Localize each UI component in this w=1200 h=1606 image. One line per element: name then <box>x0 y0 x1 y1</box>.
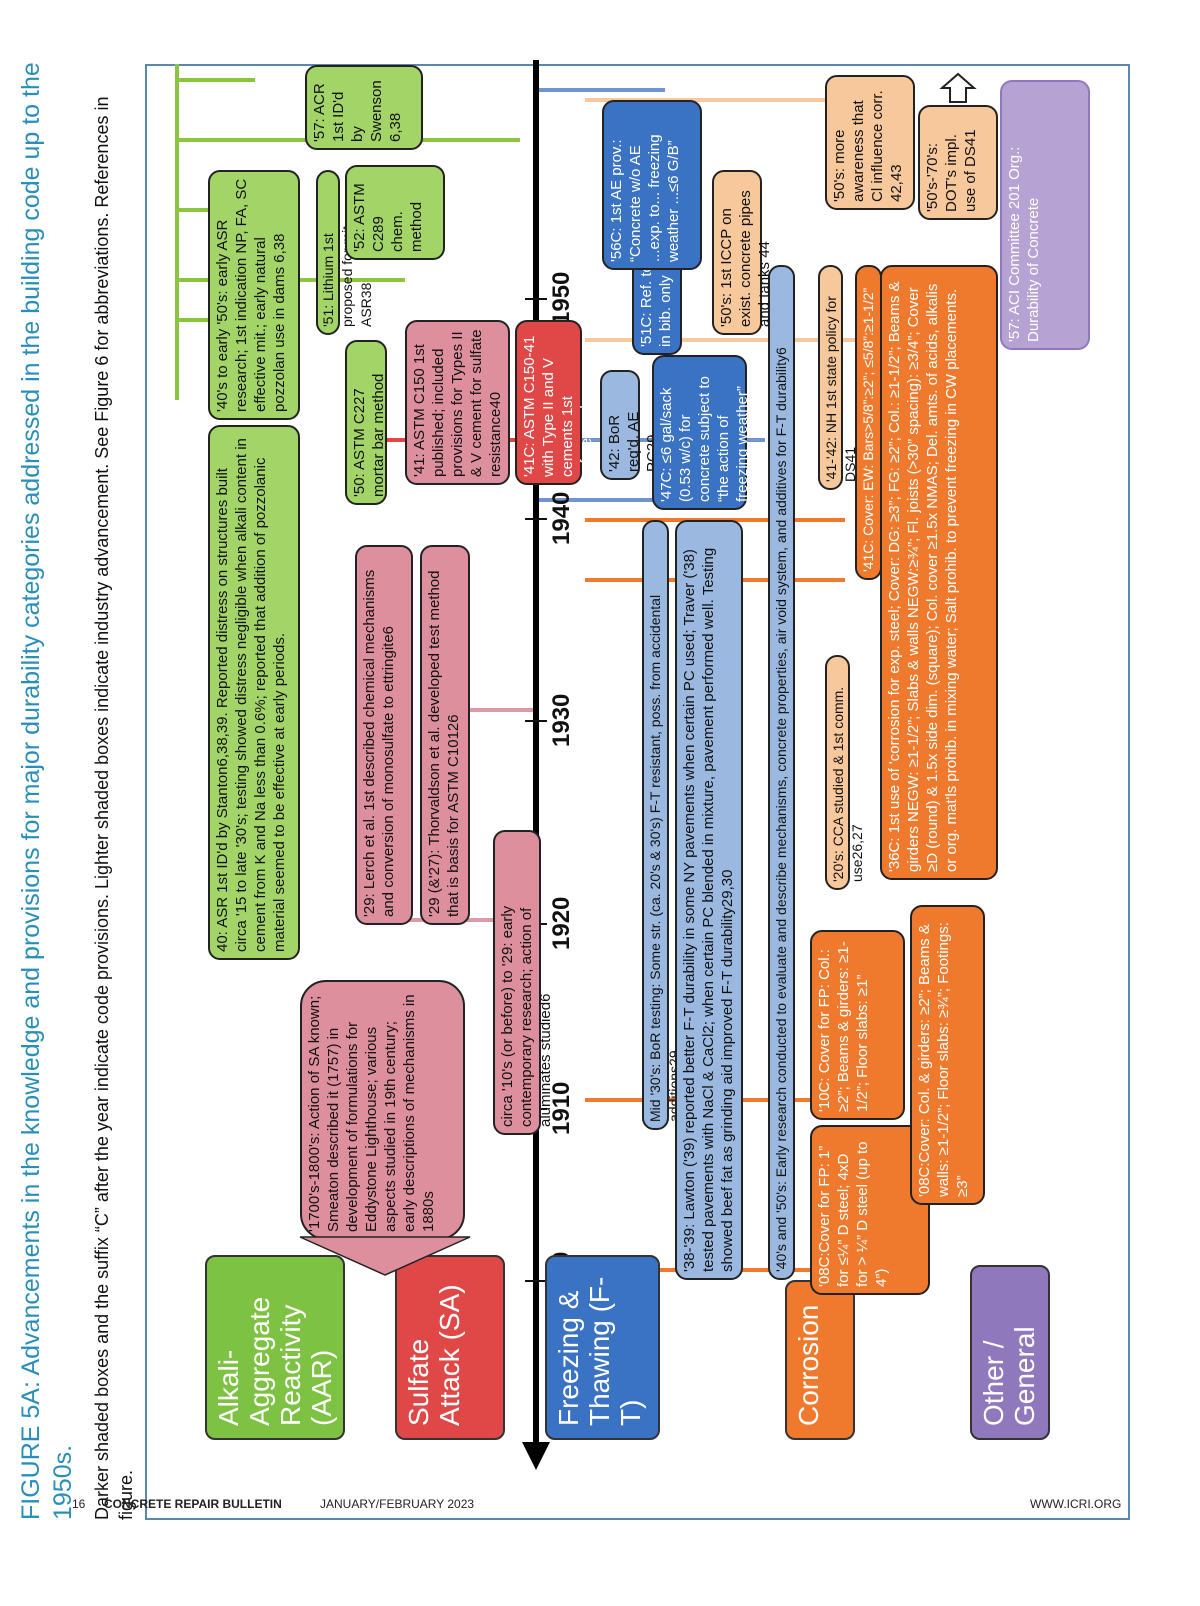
aar-box-40: 40: ASR 1st ID'd by Stanton6,38,39. Repo… <box>208 425 300 960</box>
year-1930: 1930 <box>548 693 575 747</box>
footer-url: WWW.ICRI.ORG <box>1030 1497 1122 1511</box>
footer-publication: CONCRETE REPAIR BULLETIN <box>104 1497 282 1511</box>
ft-box-mid30s: Mid '30's: BoR testing: Some str. (ca. 2… <box>642 520 682 1130</box>
sa-arrow <box>299 1236 471 1276</box>
footer-issue: JANUARY/FEBRUARY 2023 <box>320 1497 475 1511</box>
ft-box-42: '42: BoR req'd. AE PC29 <box>600 370 661 480</box>
aar-box-40s: '40's to early '50's: early ASR research… <box>208 170 300 420</box>
category-ft: Freezing & Thawing (F-T) <box>545 1255 660 1440</box>
year-1940: 1940 <box>548 491 575 545</box>
corrosion-box-08c-col: '08C:Cover: Col. & girders: ≥2”; Beams &… <box>910 905 985 1205</box>
sa-box-29-27: '29 (&'27): Thorvaldson et al. developed… <box>420 545 470 925</box>
rotated-figure: FIGURE 5A: Advancements in the knowledge… <box>0 40 1140 1520</box>
figure-title: FIGURE 5A: Advancements in the knowledge… <box>17 62 77 1520</box>
tick-1950 <box>525 298 547 300</box>
aar-box-52: '52: ASTM C289 chem. method <box>345 165 445 260</box>
category-corrosion: Corrosion <box>785 1280 855 1440</box>
corrosion-box-41c: '41C: Cover: EW: Bars>5/8”:≥2”; ≤5/8”:≥1… <box>855 265 882 580</box>
figure-subtitle: Darker shaded boxes and the suffix “C” a… <box>92 96 136 1520</box>
category-other: Other / General <box>970 1265 1050 1440</box>
aar-box-50: '50: ASTM C227 mortar bar method <box>345 340 387 505</box>
ft-box-38-39: '38-'39: Lawton ('39) reported better F-… <box>675 520 743 1280</box>
corrosion-box-50s-iccp: '50's: 1st ICCP on exist. concrete pipes… <box>712 170 773 335</box>
ft-box-47c: '47C: ≤6 gal/sack (0.53 w/c) for concret… <box>652 355 751 510</box>
year-1950: 1950 <box>548 271 575 325</box>
sa-box-10s: circa '10's (or before) to '29: early co… <box>493 830 554 1135</box>
footer-page: 16 <box>72 1497 86 1511</box>
sa-box-29: '29: Lerch et al. 1st described chemical… <box>355 545 413 925</box>
corrosion-box-20s: '20's: CCA studied & 1st comm. use26,27 <box>825 655 865 890</box>
sa-box-41: '41: ASTM C150 1st published; included p… <box>405 320 510 485</box>
general-box-57: '57: ACI Committee 201 Org.: Durability … <box>1000 80 1090 350</box>
corrosion-box-50s-70s: '50's-'70's: DOT's impl. use of DS41 <box>918 105 998 220</box>
sa-box-1700s: '1700's-1800's: Action of SA known; Smea… <box>300 980 465 1240</box>
timeline-arrowhead <box>522 1442 550 1470</box>
sa-box-41c: '41C: ASTM C150-41 with Type II and V ce… <box>515 320 595 485</box>
timeline-axis <box>533 60 539 1450</box>
tick-1930 <box>525 720 547 722</box>
corrosion-box-36c: '36C: 1st use of 'corrosion for exp. ste… <box>880 265 998 880</box>
tick-1900 <box>525 1280 547 1282</box>
aar-box-57: '57: ACR 1st ID'd by Swenson 6,38 <box>305 65 423 150</box>
tick-1940 <box>525 518 547 520</box>
category-aar: Alkali-Aggregate Reactivity (AAR) <box>205 1255 345 1440</box>
ft-box-56c: '56C: 1st AE prov.: “Concrete w/o AE ...… <box>602 100 702 270</box>
corrosion-up-arrow <box>939 72 977 103</box>
year-1920: 1920 <box>548 896 575 950</box>
general-box-40s-50s: '40's and '50's: Early research conducte… <box>768 265 795 1280</box>
corrosion-box-41-42: '41-'42: NH 1st state policy for DS41 <box>818 265 858 490</box>
category-sa: Sulfate Attack (SA) <box>395 1255 505 1440</box>
corrosion-box-10c: '10C: Cover for FP: Col.: ≥2”; Beams & g… <box>810 930 905 1120</box>
corrosion-box-50s-cl: '50's: more awareness that Cl influence … <box>825 75 915 210</box>
aar-box-51: '51: Lithium 1st proposed for mit. ASR38 <box>316 170 374 335</box>
